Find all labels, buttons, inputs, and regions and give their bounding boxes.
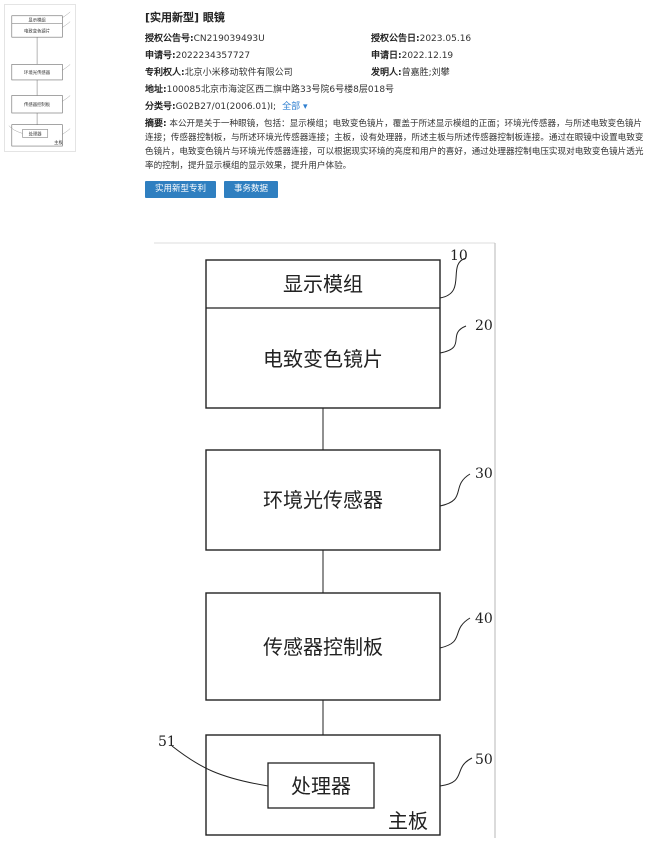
- patent-type-tag: [实用新型]: [145, 11, 200, 24]
- inventor-field: 发明人: 曾嘉胜;刘攀: [371, 67, 450, 79]
- ref-number-20: 20: [475, 318, 493, 334]
- abstract: 摘要: 本公开是关于一种眼镜，包括：显示模组；电致变色镜片，覆盖于所述显示模组的…: [145, 117, 650, 173]
- thumb-box-label: 环境光传感器: [24, 69, 51, 76]
- drawing-svg: 显示模组 电致变色镜片 环境光传感器 传感器控制板 处理器 主板 10 20 3…: [154, 242, 496, 838]
- info-row: 专利权人: 北京小米移动软件有限公司 发明人: 曾嘉胜;刘攀: [145, 64, 650, 81]
- thumb-leader: [62, 11, 71, 18]
- thumbnail-svg: 显示模组 电致变色镜片 环境光传感器 传感器控制板 处理器 主板: [8, 11, 71, 147]
- patent-info: [实用新型] 眼镜 授权公告号: CN219039493U 授权公告日: 202…: [145, 12, 650, 198]
- ref-number-30: 30: [475, 466, 493, 482]
- abstract-label: 摘要:: [145, 119, 167, 129]
- thumb-mainboard-label: 主板: [54, 139, 63, 146]
- address-value: 100085北京市海淀区西二旗中路33号院6号楼8层018号: [166, 84, 395, 95]
- pub-date-field: 授权公告日: 2023.05.16: [371, 33, 471, 45]
- info-row: 地址: 100085北京市海淀区西二旗中路33号院6号楼8层018号: [145, 81, 650, 98]
- thumb-mainboard-frame: [11, 124, 63, 147]
- leader-40: [439, 617, 471, 649]
- mainboard-frame: [205, 734, 441, 836]
- app-date-label: 申请日:: [371, 50, 402, 61]
- ref-number-10: 10: [450, 248, 468, 264]
- thumb-leader: [62, 64, 71, 71]
- leader-20: [439, 325, 467, 354]
- leader-10: [439, 257, 467, 299]
- mainboard-label: 主板: [388, 809, 428, 833]
- class-label: 分类号:: [145, 101, 176, 112]
- pub-no-field: 授权公告号: CN219039493U: [145, 33, 371, 45]
- leader-50: [439, 757, 473, 787]
- patent-drawing: 显示模组 电致变色镜片 环境光传感器 传感器控制板 处理器 主板 10 20 3…: [150, 238, 500, 843]
- info-row: 分类号: G02B27/01(2006.01)I; 全部 ▾: [145, 98, 650, 115]
- pub-date-value: 2023.05.16: [419, 33, 472, 44]
- info-row: 申请号: 2022234357727 申请日: 2022.12.19: [145, 47, 650, 64]
- sensor-board-label: 传感器控制板: [263, 635, 383, 659]
- patentee-label: 专利权人:: [145, 67, 185, 78]
- address-label: 地址:: [145, 84, 167, 95]
- processor-label: 处理器: [291, 774, 351, 798]
- ref-number-51: 51: [158, 734, 176, 750]
- thumb-box-label: 电致变色镜片: [24, 27, 50, 34]
- info-row: 授权公告号: CN219039493U 授权公告日: 2023.05.16: [145, 30, 650, 47]
- ref-number-40: 40: [475, 611, 493, 627]
- class-value: G02B27/01(2006.01)I;: [175, 101, 277, 112]
- pub-date-label: 授权公告日:: [371, 33, 420, 44]
- class-field: 分类号: G02B27/01(2006.01)I; 全部 ▾: [145, 101, 307, 113]
- patent-title-row: [实用新型] 眼镜: [145, 12, 650, 30]
- app-no-label: 申请号:: [145, 50, 176, 61]
- utility-patent-button[interactable]: 实用新型专利: [145, 181, 217, 198]
- thumb-box-label: 传感器控制板: [24, 101, 51, 108]
- app-date-value: 2022.12.19: [401, 50, 454, 61]
- inventor-label: 发明人:: [371, 67, 402, 78]
- app-date-field: 申请日: 2022.12.19: [371, 50, 453, 62]
- thumb-leader: [62, 95, 71, 102]
- ambient-sensor-label: 环境光传感器: [263, 488, 383, 512]
- abstract-text: 本公开是关于一种眼镜，包括：显示模组；电致变色镜片，覆盖于所述显示模组的正面；环…: [145, 119, 644, 171]
- inventor-value: 曾嘉胜;刘攀: [401, 67, 450, 78]
- leader-51: [171, 745, 269, 787]
- leader-30: [439, 473, 471, 507]
- patent-title: 眼镜: [202, 11, 225, 24]
- class-expand-dropdown[interactable]: 全部 ▾: [282, 101, 308, 112]
- pub-no-label: 授权公告号:: [145, 33, 194, 44]
- thumb-box-label: 显示模组: [28, 17, 46, 24]
- pub-no-value: CN219039493U: [193, 33, 265, 44]
- thumb-leader: [62, 128, 71, 135]
- ref-number-50: 50: [475, 752, 493, 768]
- display-module-label: 显示模组: [283, 272, 363, 296]
- patentee-field: 专利权人: 北京小米移动软件有限公司: [145, 67, 371, 79]
- action-buttons: 实用新型专利 事务数据: [145, 181, 650, 198]
- thumb-leader: [8, 125, 23, 134]
- app-no-value: 2022234357727: [175, 50, 251, 61]
- affairs-data-button[interactable]: 事务数据: [224, 181, 279, 198]
- address-field: 地址: 100085北京市海淀区西二旗中路33号院6号楼8层018号: [145, 84, 394, 96]
- thumb-processor-label: 处理器: [29, 130, 43, 137]
- patentee-value: 北京小米移动软件有限公司: [184, 67, 293, 78]
- electrochromic-lens-label: 电致变色镜片: [263, 347, 383, 371]
- thumb-leader: [62, 21, 71, 28]
- drawing-thumbnail[interactable]: 显示模组 电致变色镜片 环境光传感器 传感器控制板 处理器 主板: [4, 4, 76, 152]
- app-no-field: 申请号: 2022234357727: [145, 50, 371, 62]
